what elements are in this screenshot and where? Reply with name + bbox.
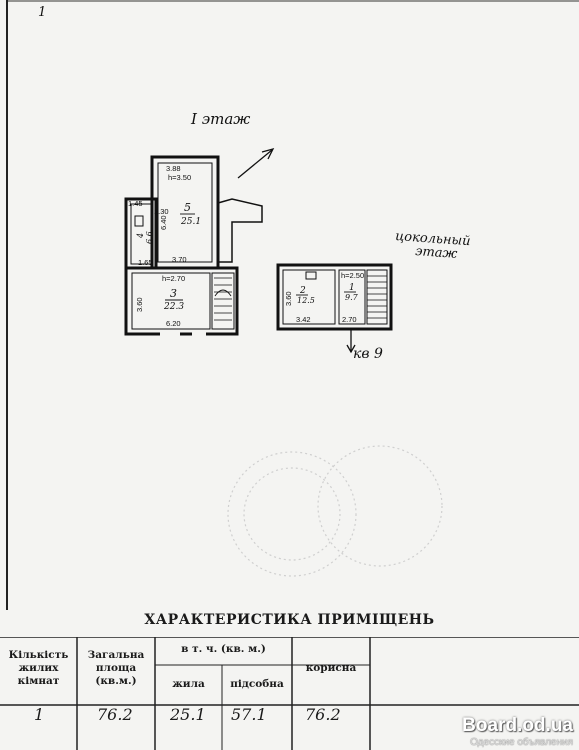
room-2-number: 2	[299, 286, 306, 296]
north-arrow	[237, 149, 273, 179]
watermark-site: Board.od.ua	[462, 715, 573, 736]
header-living: жила	[172, 678, 205, 690]
value-living: 25.1	[170, 705, 206, 724]
header-rooms: Кількість жилих кімнат	[0, 649, 77, 688]
header-total-line3: (кв.м.)	[95, 675, 137, 687]
header-including: в т. ч. (кв. м.)	[181, 643, 266, 655]
header-auxiliary: підсобна	[230, 678, 284, 690]
header-useful: корисна	[305, 662, 357, 674]
floor1-plan	[124, 155, 263, 336]
apartment-label: кв 9	[353, 346, 383, 362]
r3-dim-bottom: 6.20	[166, 319, 181, 328]
faint-stamp	[227, 445, 443, 577]
room-4-number: 4	[136, 233, 145, 239]
floor-plan-drawing: 1 I этаж 3.88 h=3.50 6.40 3.70 1.45 2.30…	[6, 0, 579, 610]
table-title: ХАРАКТЕРИСТИКА ПРИМІЩЕНЬ	[144, 612, 435, 628]
rooms-table-grid	[0, 637, 579, 750]
room-5-number: 5	[184, 201, 191, 214]
header-total-line2: площа	[95, 662, 137, 674]
r3-height: h=2.70	[162, 274, 185, 283]
room-2-area: 12.5	[297, 296, 315, 305]
watermark: Board.od.ua Одесские объявления	[462, 715, 573, 748]
header-total: Загальна площа (кв.м.)	[77, 649, 155, 688]
basement-dim-bottom-left: 3.42	[296, 315, 311, 324]
room-3-number: 3	[170, 287, 177, 300]
room-4-area: 6.6	[145, 231, 154, 244]
value-auxiliary: 57.1	[231, 705, 267, 724]
north-arrow-head	[261, 147, 275, 160]
value-useful: 76.2	[305, 705, 341, 724]
basement-title-line1: цокольный	[395, 229, 471, 249]
basement-plan	[276, 263, 393, 354]
header-rooms-line2: жилих	[18, 662, 59, 674]
watermark-caption: Одесские объявления	[470, 737, 573, 748]
r3-dim-left: 3.60	[135, 297, 144, 312]
r5-height: h=3.50	[168, 173, 191, 182]
r5-dim-bottom: 3.70	[172, 255, 187, 264]
basement-dim-left: 3.60	[284, 291, 293, 306]
basement-title-line2: этаж	[415, 244, 458, 262]
value-rooms: 1	[34, 705, 45, 724]
header-total-line1: Загальна	[87, 649, 145, 661]
value-total: 76.2	[97, 705, 133, 724]
header-rooms-line3: кімнат	[17, 675, 60, 687]
floor1-title: I этаж	[190, 110, 250, 128]
r5-dim-side: 6.40	[159, 215, 168, 230]
room-3-area: 22.3	[163, 302, 184, 312]
r5-dim-top: 3.88	[166, 164, 181, 173]
room-5-area: 25.1	[180, 217, 201, 227]
header-rooms-line1: Кількість	[8, 649, 69, 661]
r4-dim-width: 1.45	[128, 199, 143, 208]
page-number-mark: 1	[38, 5, 46, 20]
room-1-area: 9.7	[345, 293, 359, 302]
basement-height: h=2.50	[341, 271, 364, 280]
basement-dim-bottom-right: 2.70	[342, 315, 357, 324]
r4-dim-side: 2.30	[154, 207, 169, 216]
r4-dim-bottom: 1.65	[138, 258, 153, 267]
room-1-number: 1	[349, 283, 355, 293]
